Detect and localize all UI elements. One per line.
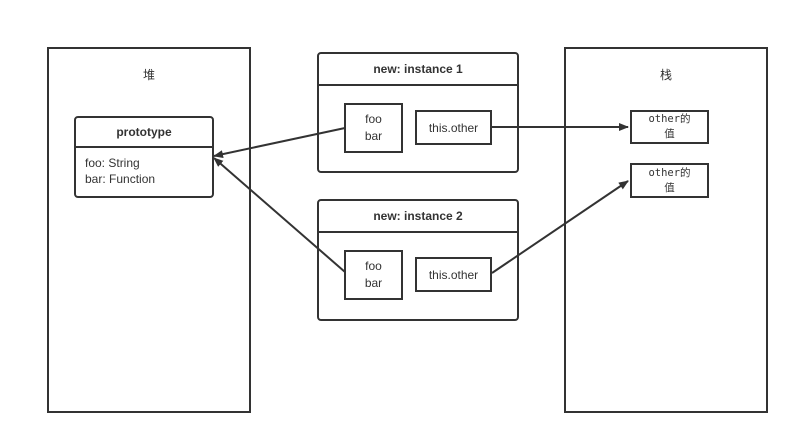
- heap-region: [47, 47, 251, 413]
- instance-1-methods: foo bar: [344, 103, 403, 153]
- instance-1-method-bar: bar: [364, 129, 383, 143]
- prototype-field-foo: foo: String: [85, 156, 140, 170]
- instance-2-methods: foo bar: [344, 250, 403, 300]
- arrow-instance-1-to-prototype: [213, 127, 346, 159]
- prototype-title: prototype: [76, 118, 212, 148]
- prototype-fields: foo: String bar: Function: [85, 155, 155, 187]
- stack-value-2-line1: other的: [648, 166, 691, 179]
- arrow-instance-2-to-prototype: [213, 157, 346, 273]
- prototype-box: prototype foo: String bar: Function: [74, 116, 214, 198]
- prototype-field-bar: bar: Function: [85, 172, 156, 186]
- instance-2-method-foo: foo: [365, 259, 382, 273]
- instance-1-method-foo: foo: [365, 112, 382, 126]
- stack-value-1-line2: 值: [664, 128, 675, 140]
- stack-value-2-line2: 值: [664, 181, 675, 194]
- instance-2-method-bar: bar: [364, 276, 383, 290]
- arrow-prop-2-to-value: [491, 180, 629, 274]
- instance-2-prop: this.other: [415, 257, 492, 292]
- stack-value-1: other的 值: [630, 110, 709, 144]
- instance-2-title: new: instance 2: [319, 201, 517, 233]
- instance-1-prop: this.other: [415, 110, 492, 145]
- stack-value-2: other的 值: [630, 163, 709, 198]
- stack-region: [564, 47, 768, 413]
- stack-label: 栈: [659, 68, 672, 82]
- instance-1-title: new: instance 1: [319, 54, 517, 86]
- heap-label: 堆: [142, 68, 155, 82]
- stack-value-1-line1: other的: [648, 113, 691, 125]
